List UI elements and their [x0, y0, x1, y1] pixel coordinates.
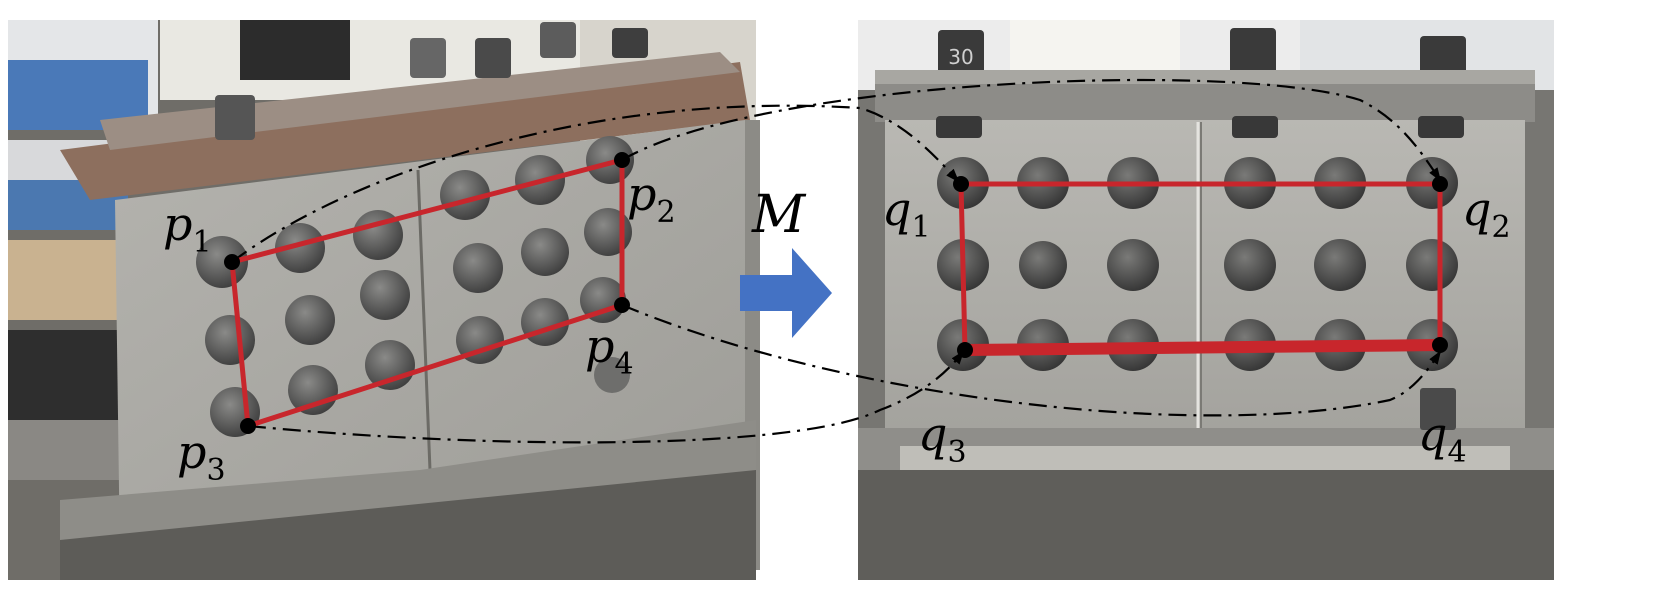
left-photo: [8, 20, 760, 580]
label-p2: p2: [627, 167, 676, 230]
corner-points: [224, 152, 1448, 434]
point-p2: [614, 152, 630, 168]
control-panel: [240, 20, 350, 80]
point-q3: [957, 342, 973, 358]
label-q1: q1: [882, 182, 931, 245]
point-q4: [1432, 337, 1448, 353]
correspondence-curves: [231, 78, 1442, 444]
label-q4: q4: [1418, 407, 1467, 470]
quad-right-bottom-edge: [964, 339, 1441, 356]
point-p1: [224, 254, 240, 270]
top-flange: [60, 62, 750, 200]
label-q3: q3: [918, 407, 967, 470]
curve-p4-q4: [621, 303, 1442, 417]
point-labels: p1 p2 p3 p4 q1 q2 q3 q4: [163, 167, 1511, 488]
label-p4: p4: [585, 319, 634, 382]
nut-tag: 30: [948, 45, 973, 69]
curve-p3-q3: [247, 350, 965, 444]
top-bolts: [215, 22, 648, 140]
top-nut-30: [938, 30, 984, 80]
label-q2: q2: [1462, 182, 1511, 245]
transform-label: M: [751, 185, 807, 245]
label-p1: p1: [163, 197, 212, 260]
curve-p1-q1: [231, 104, 960, 263]
top-flange-right: [875, 80, 1535, 122]
point-q1: [953, 176, 969, 192]
point-p3: [240, 418, 256, 434]
label-p3: p3: [177, 425, 226, 488]
point-p4: [614, 297, 630, 313]
transform-arrow: [740, 248, 832, 338]
point-q2: [1432, 176, 1448, 192]
curve-p2-q2: [621, 78, 1442, 182]
